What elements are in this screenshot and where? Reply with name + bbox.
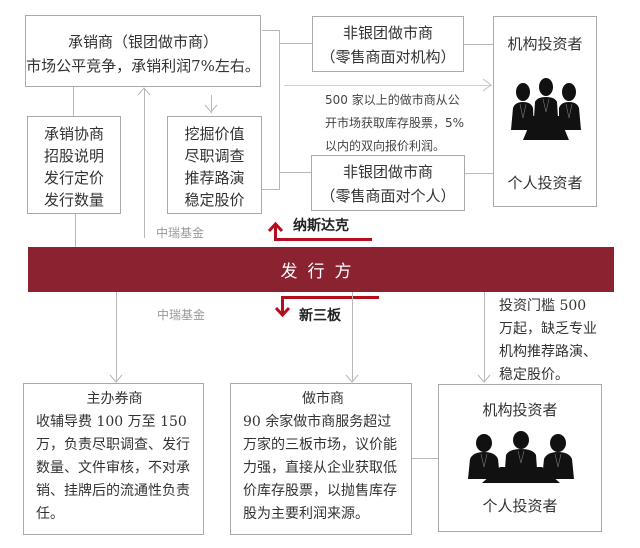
connector-line bbox=[211, 95, 212, 113]
institutional-investor-label: 机构投资者 bbox=[507, 35, 583, 53]
desc-line: 价库存股票，以抛售库存 bbox=[243, 483, 397, 499]
arrow-down-red-icon bbox=[274, 306, 291, 318]
desc-line: 90 余家做市商服务超过 bbox=[243, 414, 392, 430]
task-item: 推荐路演 bbox=[184, 169, 245, 187]
note-line: 机构推荐路演、 bbox=[499, 344, 597, 360]
note-line: 以内的双向报价利润。 bbox=[325, 139, 446, 153]
underwriter-desc: 市场公平竞争，承销利润7%左右。 bbox=[26, 57, 260, 75]
individual-investor-label: 个人投资者 bbox=[482, 497, 558, 515]
underwriter-title: 承销商（银团做市商） bbox=[67, 33, 218, 51]
investors-box-top: 机构投资者 个人投资者 bbox=[493, 16, 597, 207]
note-line: 500 家以上的做市商从公 bbox=[325, 93, 460, 107]
note-line: 投资门槛 500 bbox=[499, 298, 587, 314]
non-bank-retail-box: 非银团做市商 （零售商面对个人） bbox=[311, 155, 465, 211]
underwriter-tasks-box: 承销协商 招股说明 发行定价 发行数量 bbox=[27, 116, 121, 214]
note-line: 开市场获取库存股票，5% bbox=[325, 116, 465, 130]
arrow-down-icon bbox=[345, 374, 359, 383]
sponsor-title: 主办券商 bbox=[86, 391, 143, 407]
value-tasks-box: 挖掘价值 尽职调查 推荐路演 稳定股价 bbox=[167, 116, 262, 214]
nasdaq-arrow-line bbox=[274, 238, 372, 241]
connector-line bbox=[484, 292, 485, 382]
business-meeting-icon bbox=[511, 78, 581, 140]
connector-line bbox=[280, 43, 312, 44]
box-line: 非银团做市商 bbox=[342, 24, 433, 42]
neeq-arrow-stem bbox=[281, 296, 284, 313]
desc-line: 任。 bbox=[36, 506, 64, 522]
neeq-label: 新三板 bbox=[299, 308, 341, 324]
desc-line: 收辅导费 100 万至 150 bbox=[36, 414, 187, 430]
task-item: 发行定价 bbox=[43, 169, 104, 187]
market-maker-note: 500 家以上的做市商从公 开市场获取库存股票，5% 以内的双向报价利润。 bbox=[325, 89, 464, 158]
arrow-up-red-icon bbox=[267, 221, 284, 233]
desc-line: 力强，直接从企业获取低 bbox=[243, 460, 397, 476]
box-line: 非银团做市商 bbox=[342, 163, 433, 181]
investors-box-bottom: 机构投资者 个人投资者 bbox=[438, 384, 602, 532]
box-line: （零售商面对个人） bbox=[320, 187, 456, 205]
threshold-note: 投资门槛 500 万起，缺乏专业 机构推荐路演、 稳定股价。 bbox=[499, 295, 597, 387]
connector-line bbox=[412, 458, 438, 459]
fund-label-bottom: 中瑞基金 bbox=[157, 308, 206, 322]
individual-investor-label: 个人投资者 bbox=[507, 174, 583, 192]
connector-line bbox=[465, 173, 494, 174]
connector-line bbox=[279, 30, 280, 190]
note-line: 万起，缺乏专业 bbox=[499, 321, 597, 337]
task-item: 稳定股价 bbox=[184, 191, 245, 209]
desc-line: 销、挂牌后的流通性负责 bbox=[36, 483, 190, 499]
note-line: 稳定股价。 bbox=[499, 367, 569, 383]
box-line: （零售商面对机构） bbox=[320, 48, 456, 66]
connector-line bbox=[284, 85, 492, 86]
business-meeting-icon bbox=[468, 431, 574, 483]
task-item: 发行数量 bbox=[43, 191, 104, 209]
nasdaq-arrow-stem bbox=[274, 226, 277, 241]
task-item: 挖掘价值 bbox=[184, 125, 245, 143]
market-maker-title: 做市商 bbox=[302, 391, 344, 407]
task-item: 尽职调查 bbox=[184, 147, 245, 165]
desc-line: 数量、文件审核，不对承 bbox=[36, 460, 190, 476]
non-bank-institutional-box: 非银团做市商 （零售商面对机构） bbox=[312, 16, 464, 72]
arrow-down-icon bbox=[204, 104, 218, 113]
nasdaq-label: 纳斯达克 bbox=[293, 218, 349, 234]
neeq-arrow-line bbox=[281, 296, 379, 299]
connector-line bbox=[262, 30, 280, 31]
desc-line: 万，负责尽职调查、发行 bbox=[36, 437, 190, 453]
connector-line bbox=[144, 88, 145, 238]
institutional-investor-label: 机构投资者 bbox=[482, 401, 558, 419]
desc-line: 万家的三板市场，议价能 bbox=[243, 437, 397, 453]
sponsor-broker-box: 主办券商 收辅导费 100 万至 150 万，负责尽职调查、发行 数量、文件审核… bbox=[23, 383, 204, 535]
task-item: 承销协商 bbox=[43, 125, 104, 143]
arrow-right-icon bbox=[482, 78, 492, 92]
arrow-up-icon bbox=[137, 87, 151, 96]
underwriter-box: 承销商（银团做市商） 市场公平竞争，承销利润7%左右。 bbox=[25, 15, 261, 87]
connector-line bbox=[73, 87, 74, 116]
issuer-bar: 发行方 bbox=[28, 247, 614, 292]
task-item: 招股说明 bbox=[43, 147, 104, 165]
fund-label-top: 中瑞基金 bbox=[156, 226, 205, 240]
connector-line bbox=[75, 214, 76, 247]
connector-line bbox=[280, 172, 312, 173]
arrow-down-icon bbox=[109, 374, 123, 383]
arrow-down-icon bbox=[477, 374, 491, 383]
connector-line bbox=[464, 44, 494, 45]
issuer-label: 发行方 bbox=[280, 262, 362, 282]
market-maker-box: 做市商 90 余家做市商服务超过 万家的三板市场，议价能 力强，直接从企业获取低… bbox=[230, 383, 412, 535]
connector-line bbox=[352, 292, 353, 382]
connector-line bbox=[262, 189, 280, 190]
connector-line bbox=[116, 292, 117, 382]
desc-line: 股为主要利润来源。 bbox=[243, 506, 369, 522]
